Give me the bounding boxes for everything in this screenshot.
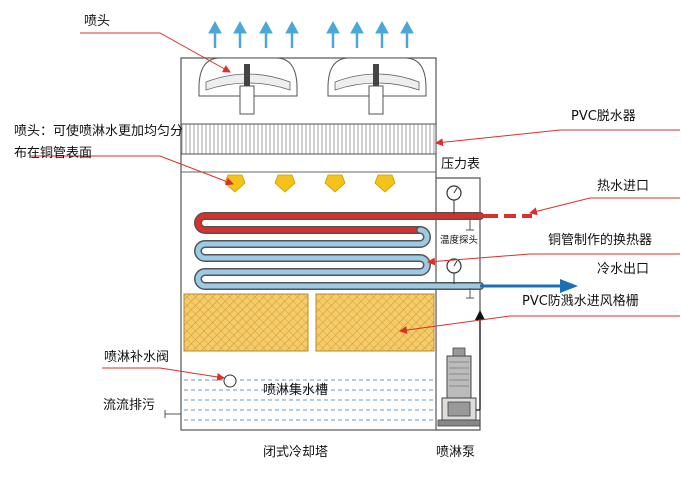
drain-fitting — [164, 410, 181, 418]
label-heat-exchanger: 铜管制作的换热器 — [548, 233, 653, 248]
leader-hot-water-in — [529, 197, 680, 216]
airflow-arrow-5 — [326, 20, 340, 48]
leader-heat-exchanger — [427, 253, 680, 266]
leader-lines — [30, 32, 680, 381]
nozzle-3 — [324, 174, 346, 193]
pump-riser — [475, 310, 485, 411]
airflow-arrow-1 — [208, 20, 222, 48]
label-spray-pump: 喷淋泵 — [436, 445, 476, 460]
leader-pvc-eliminator — [435, 129, 680, 147]
label-drain: 流流排污 — [103, 398, 156, 413]
nozzle-2 — [274, 174, 296, 193]
leader-nozzle-desc — [30, 155, 234, 186]
tower-casing — [180, 57, 437, 431]
airflow-arrow-3 — [259, 20, 273, 48]
label-nozzle-desc: 喷头：可使喷淋水更加均匀分布在铜管表面 — [14, 124, 184, 161]
spray-nozzles — [224, 174, 396, 193]
coil-cold — [195, 227, 483, 289]
label-spray-basin: 喷淋集水槽 — [263, 383, 329, 398]
leader-pvc-louver — [399, 315, 680, 335]
pressure-gauge-top — [446, 185, 462, 214]
nozzle-4 — [374, 174, 396, 193]
label-nozzle-top: 喷头 — [84, 14, 111, 29]
airflow-arrow-6 — [350, 20, 364, 48]
label-temp-probe: 温度探头 — [440, 235, 479, 246]
spray-pump — [437, 347, 481, 427]
leader-makeup-valve — [102, 367, 225, 381]
louver-panel-right-cross — [316, 294, 434, 351]
fan-housing-right — [327, 57, 427, 115]
temp-probe-bottom — [466, 288, 474, 299]
pressure-gauge-bottom — [446, 258, 462, 284]
label-makeup-valve: 喷淋补水阀 — [104, 350, 170, 365]
coil-hot — [195, 213, 483, 233]
fan-housing-left — [198, 57, 298, 115]
label-title: 闭式冷却塔 — [263, 445, 329, 460]
leader-nozzle-top — [80, 32, 231, 73]
label-hot-water-in: 热水进口 — [597, 179, 650, 194]
temp-probe-top — [466, 218, 474, 231]
label-cold-water-out: 冷水出口 — [597, 262, 650, 277]
cold-water-outlet-line — [480, 279, 578, 293]
airflow-arrow-8 — [400, 20, 414, 48]
louver-panel-left-cross — [184, 294, 308, 351]
label-pvc-louver: PVC防溅水进风格栅 — [522, 294, 639, 309]
label-pressure-gauge: 压力表 — [441, 157, 481, 172]
makeup-valve — [223, 374, 237, 388]
airflow-arrow-2 — [233, 20, 247, 48]
airflow-arrow-7 — [375, 20, 389, 48]
airflow-arrow-4 — [285, 20, 299, 48]
pvc-eliminator-band — [180, 123, 437, 155]
label-pvc-eliminator: PVC脱水器 — [571, 109, 636, 124]
airflow-arrows — [208, 20, 414, 48]
side-enclosure — [436, 177, 481, 431]
heat-exchanger-coil — [194, 212, 484, 290]
nozzle-1 — [224, 174, 246, 193]
